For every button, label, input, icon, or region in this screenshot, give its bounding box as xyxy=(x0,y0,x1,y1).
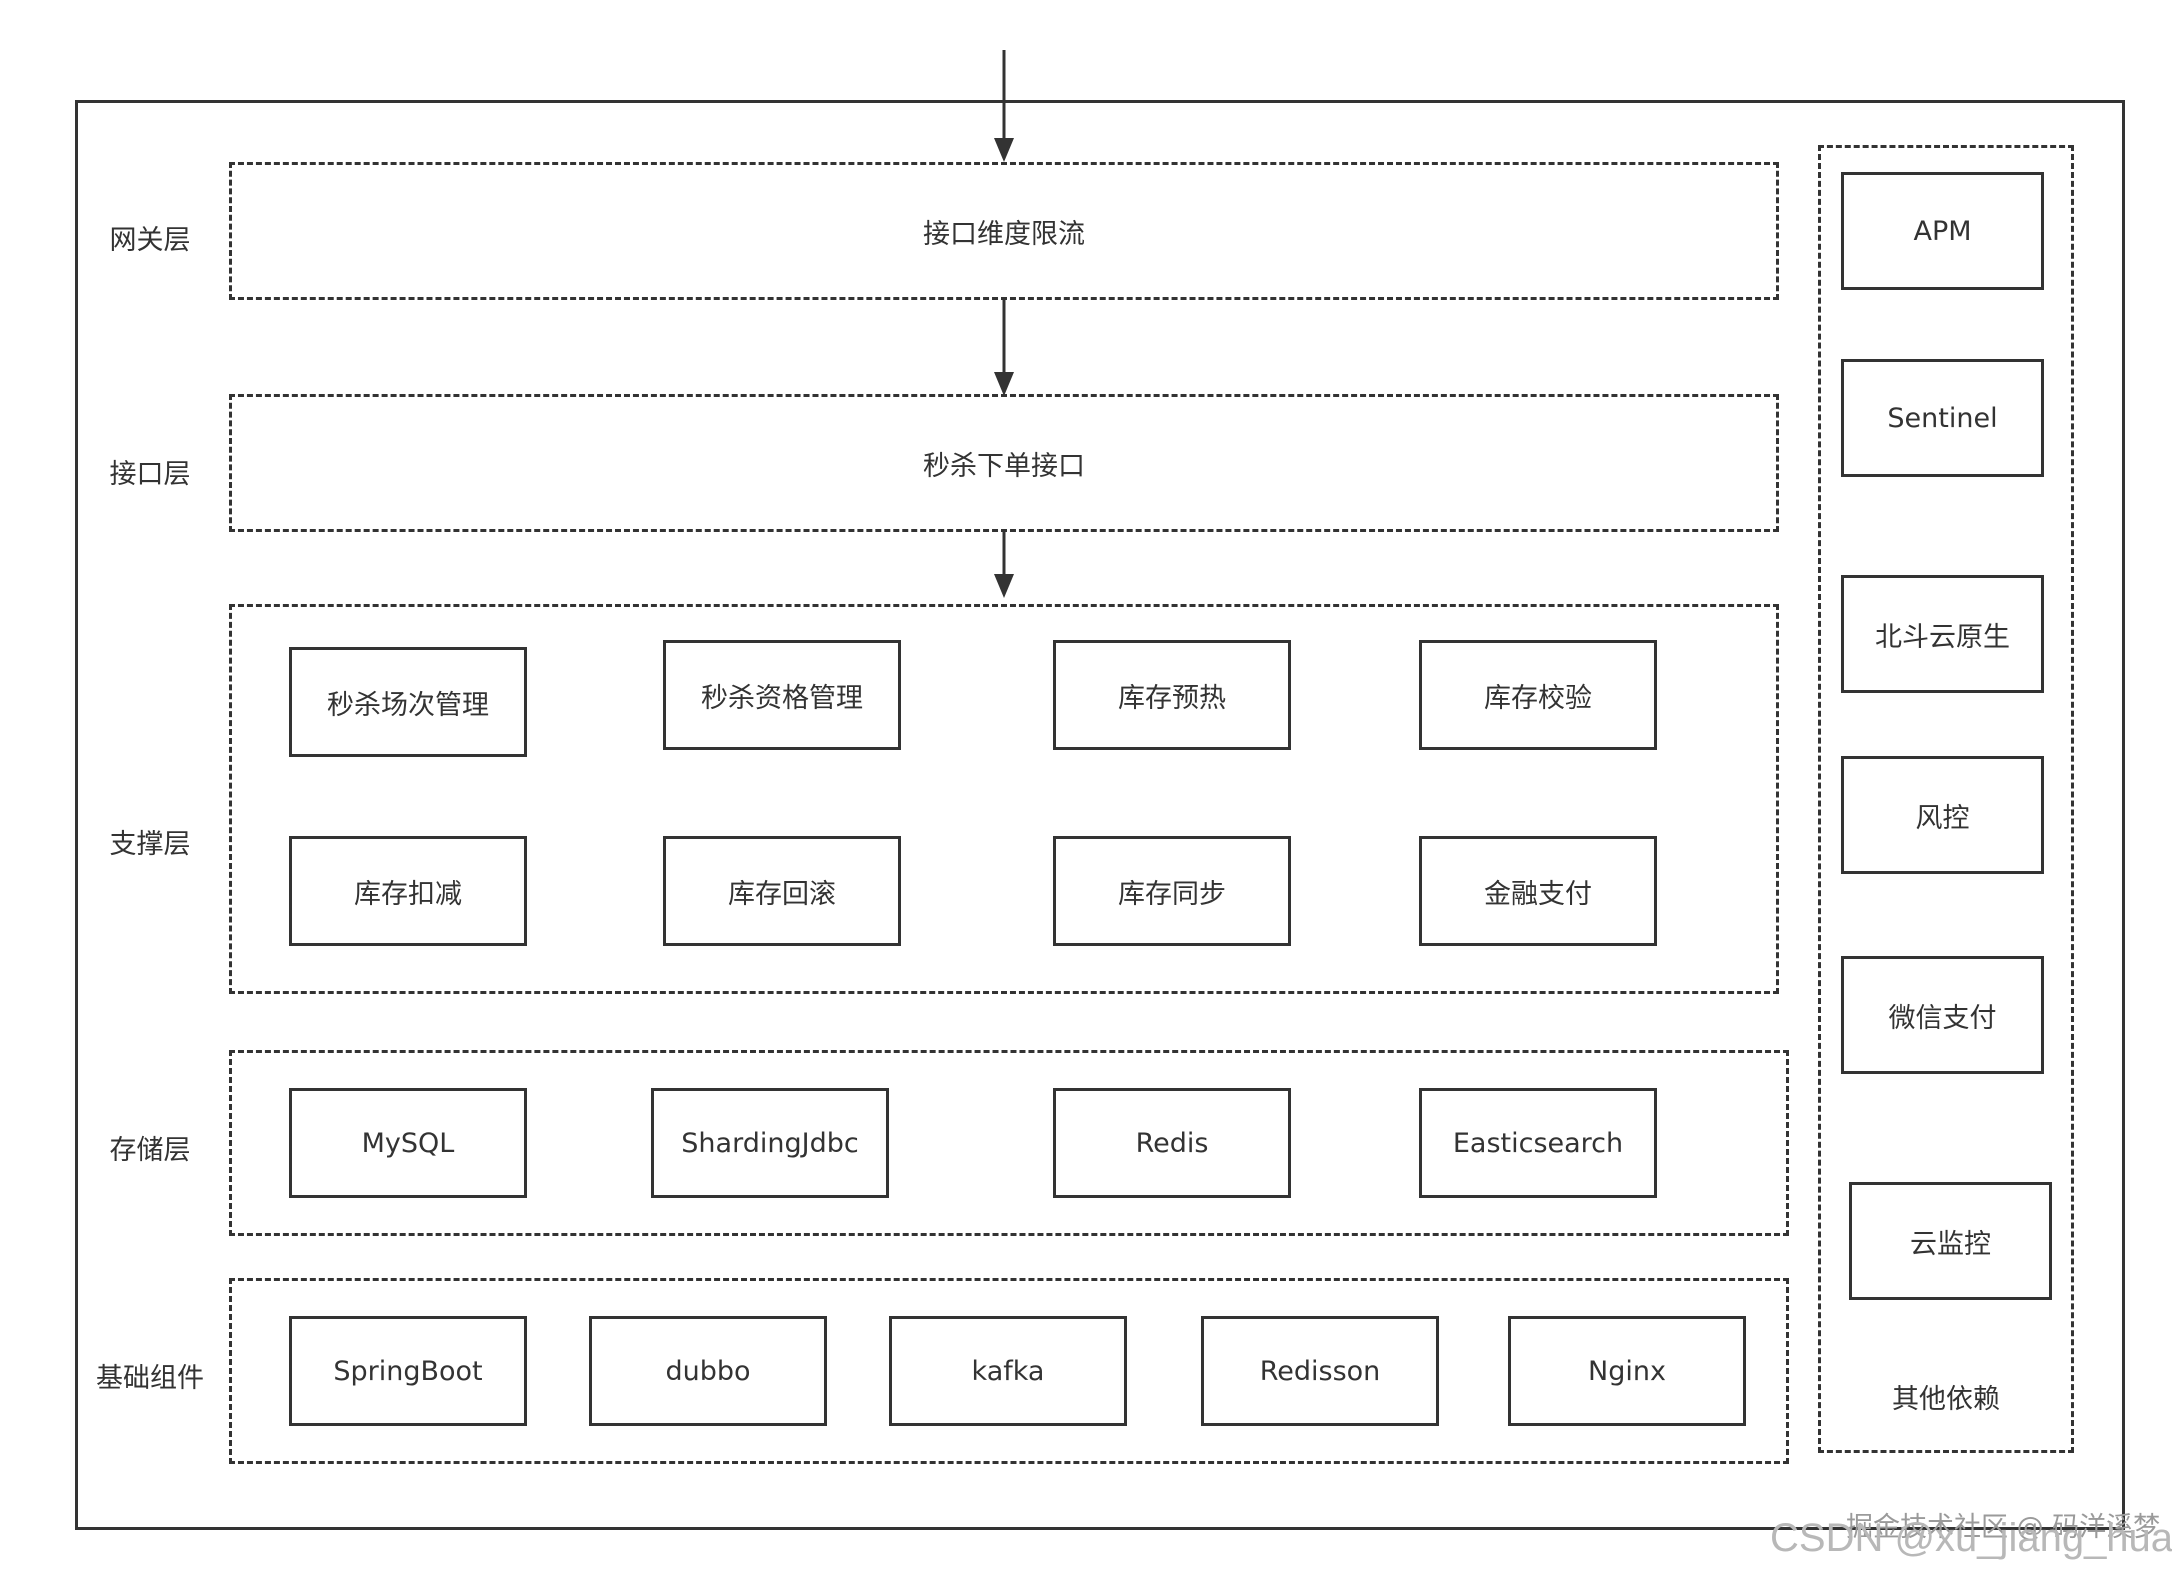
seckill-order-api-label: 秒杀下单接口 xyxy=(923,450,1085,482)
storage-layer-box xyxy=(229,1050,1789,1236)
support-item: 库存扣减 xyxy=(289,836,527,946)
support-item: 库存同步 xyxy=(1053,836,1291,946)
other-dep-wechat-pay: 微信支付 xyxy=(1841,956,2044,1074)
storage-item-redis: Redis xyxy=(1053,1088,1291,1198)
watermark-juejin: 掘金技术社区 @ 码洋溪梦 xyxy=(1846,1512,2161,1543)
storage-item-shardingjdbc: ShardingJdbc xyxy=(651,1088,889,1198)
arrow-entry-head xyxy=(994,138,1014,162)
other-dep-apm: APM xyxy=(1841,172,2044,290)
layer-label-api: 接口层 xyxy=(109,459,191,490)
other-deps-label: 其他依赖 xyxy=(1892,1384,2000,1415)
support-item: 金融支付 xyxy=(1419,836,1657,946)
other-dep-cloud-monitor: 云监控 xyxy=(1849,1182,2052,1300)
other-dep-beidou-cloud-native: 北斗云原生 xyxy=(1841,575,2044,693)
storage-item-mysql: MySQL xyxy=(289,1088,527,1198)
watermark-csdn: CSDN @xu_jiang_hua xyxy=(1770,1516,2172,1560)
base-item-dubbo: dubbo xyxy=(589,1316,827,1426)
base-item-kafka: kafka xyxy=(889,1316,1127,1426)
api-layer-box: 秒杀下单接口 xyxy=(229,394,1779,532)
support-item: 秒杀资格管理 xyxy=(663,640,901,750)
storage-item-elasticsearch: Easticsearch xyxy=(1419,1088,1657,1198)
support-item: 库存预热 xyxy=(1053,640,1291,750)
support-item: 库存回滚 xyxy=(663,836,901,946)
layer-label-gateway: 网关层 xyxy=(109,225,191,256)
arrow-api-to-support-head xyxy=(994,574,1014,598)
layer-label-support: 支撑层 xyxy=(109,829,191,860)
base-item-nginx: Nginx xyxy=(1508,1316,1746,1426)
support-item: 秒杀场次管理 xyxy=(289,647,527,757)
support-item: 库存校验 xyxy=(1419,640,1657,750)
other-dep-sentinel: Sentinel xyxy=(1841,359,2044,477)
gateway-rate-limit-label: 接口维度限流 xyxy=(923,218,1085,250)
base-item-springboot: SpringBoot xyxy=(289,1316,527,1426)
other-dep-risk-control: 风控 xyxy=(1841,756,2044,874)
base-item-redisson: Redisson xyxy=(1201,1316,1439,1426)
layer-label-storage: 存储层 xyxy=(109,1135,191,1166)
layer-label-base: 基础组件 xyxy=(96,1363,204,1394)
base-layer-box xyxy=(229,1278,1789,1464)
arrow-gateway-to-api-head xyxy=(994,372,1014,396)
architecture-frame xyxy=(75,100,2125,1530)
support-layer-box xyxy=(229,604,1779,994)
other-deps-box xyxy=(1818,145,2074,1453)
gateway-layer-box: 接口维度限流 xyxy=(229,162,1779,300)
